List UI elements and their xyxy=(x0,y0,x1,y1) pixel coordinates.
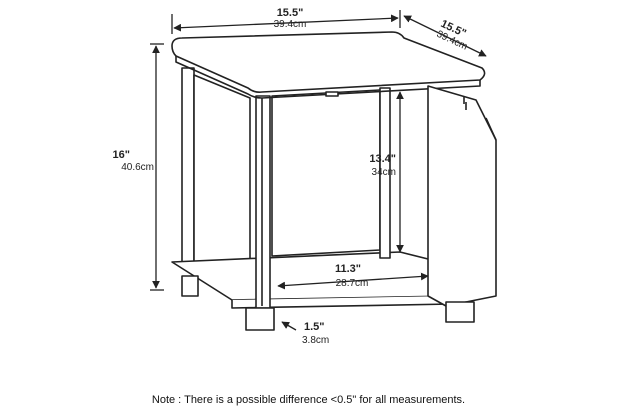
inner-height-inches: 13.4" xyxy=(369,153,396,165)
inner-width-cm: 28.7cm xyxy=(336,278,369,289)
height-inches: 16" xyxy=(113,149,130,161)
top-width-cm: 39.4cm xyxy=(274,19,307,30)
top-depth-line xyxy=(403,15,487,57)
measurement-note: Note : There is a possible difference <0… xyxy=(151,394,466,406)
back-right-leg xyxy=(379,87,391,259)
back-left-leg xyxy=(181,67,195,269)
height-cm: 40.6cm xyxy=(121,162,154,173)
top-width-line xyxy=(173,14,399,32)
foot-height-pointer xyxy=(281,321,297,331)
dimension-lines xyxy=(150,10,487,331)
table-top-edge xyxy=(175,56,481,99)
inner-width-line xyxy=(277,272,429,290)
shelf-bracket xyxy=(325,91,339,97)
foot-front-left xyxy=(245,307,275,331)
foot-height-cm: 3.8cm xyxy=(302,335,329,346)
table-top xyxy=(171,31,486,93)
door-bevel xyxy=(485,117,497,141)
back-panel xyxy=(271,89,381,257)
foot-front-right xyxy=(445,301,475,323)
end-table-drawing xyxy=(171,31,497,331)
top-width-inches: 15.5" xyxy=(277,7,304,19)
foot-back-left xyxy=(181,275,199,297)
front-left-leg xyxy=(255,95,271,309)
open-door xyxy=(427,85,497,307)
inner-width-inches: 11.3" xyxy=(335,263,361,275)
inner-height-cm: 34cm xyxy=(372,167,396,178)
foot-height-inches: 1.5" xyxy=(304,321,325,333)
